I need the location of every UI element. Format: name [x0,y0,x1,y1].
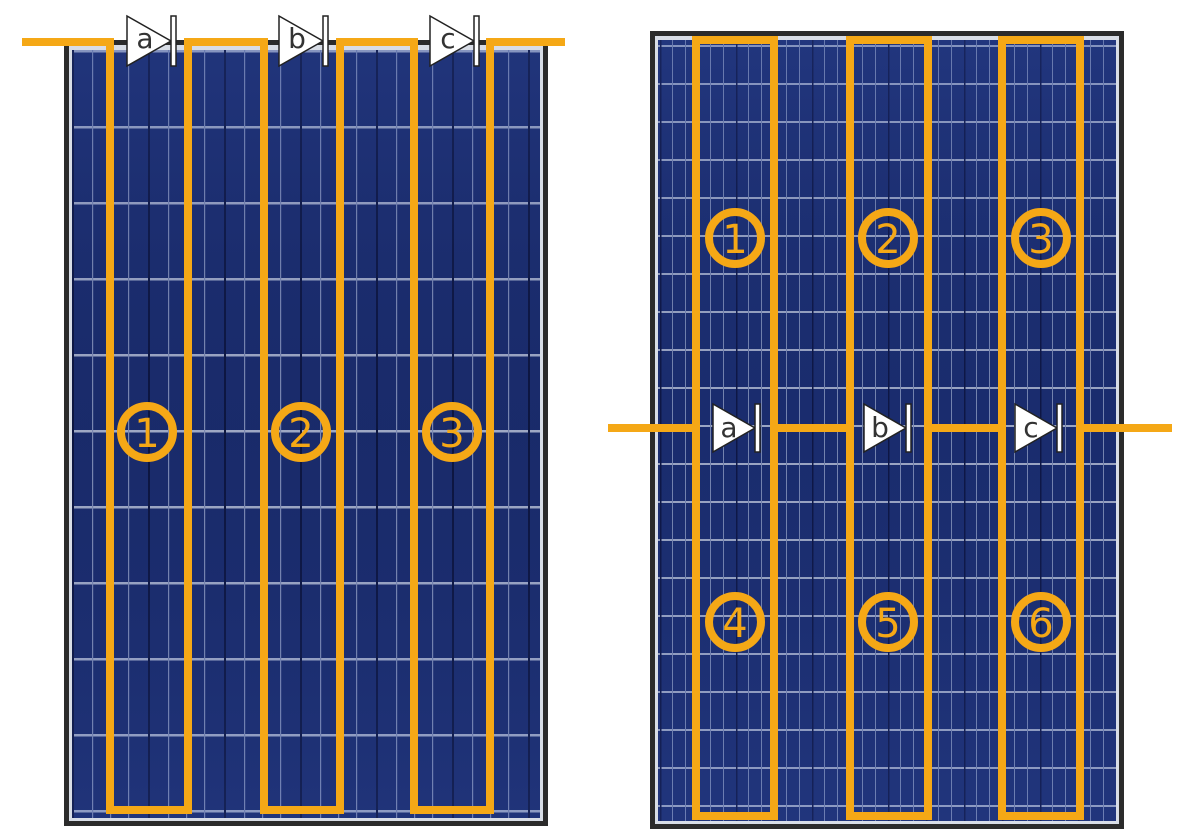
right-diodes: a b c [712,402,1063,454]
left-string-path [22,38,565,814]
svg-text:2: 2 [875,217,900,263]
diode-a: a [126,14,177,68]
svg-text:5: 5 [875,601,900,647]
svg-text:1: 1 [722,217,747,263]
diode-label: b [871,411,889,444]
diode-triangle-icon [1014,402,1059,454]
diode-b: b [863,402,912,454]
left-substring-markers: 1 2 3 [117,402,482,462]
diode-bar-icon [322,15,329,67]
left-diodes: a b c [126,14,480,68]
diode-label: c [1023,411,1038,444]
diode-triangle-icon [429,14,476,68]
right-substring-markers: 1 2 3 4 5 6 [705,208,1071,652]
right-string-wiring [608,36,1172,820]
svg-text:6: 6 [1028,601,1053,647]
substring-marker-3: 3 [1011,208,1071,268]
substring-marker-2: 2 [858,208,918,268]
svg-text:3: 3 [439,411,464,457]
diode-label: a [720,411,737,444]
diode-c: c [429,14,480,68]
svg-text:4: 4 [722,601,747,647]
substring-marker-1: 1 [705,208,765,268]
diode-bar-icon [754,403,761,453]
diode-c: c [1014,402,1063,454]
diode-bar-icon [473,15,480,67]
svg-text:3: 3 [1028,217,1053,263]
substring-marker-5: 5 [858,592,918,652]
substring-marker-6: 6 [1011,592,1071,652]
left-solar-panel [64,40,548,826]
diode-label: b [288,22,306,55]
diode-b: b [278,14,329,68]
substring-marker-3: 3 [422,402,482,462]
substring-marker-2: 2 [271,402,331,462]
diode-triangle-icon [126,14,173,68]
diode-triangle-icon [712,402,757,454]
left-string-wiring [22,38,565,814]
diode-triangle-icon [278,14,325,68]
diode-bar-icon [1056,403,1063,453]
substring-marker-4: 4 [705,592,765,652]
diode-label: a [136,22,153,55]
diode-triangle-icon [863,402,908,454]
diode-bar-icon [905,403,912,453]
diode-bar-icon [170,15,177,67]
substring-marker-1: 1 [117,402,177,462]
diode-a: a [712,402,761,454]
diode-label: c [440,22,455,55]
svg-text:1: 1 [134,411,159,457]
svg-text:2: 2 [288,411,313,457]
